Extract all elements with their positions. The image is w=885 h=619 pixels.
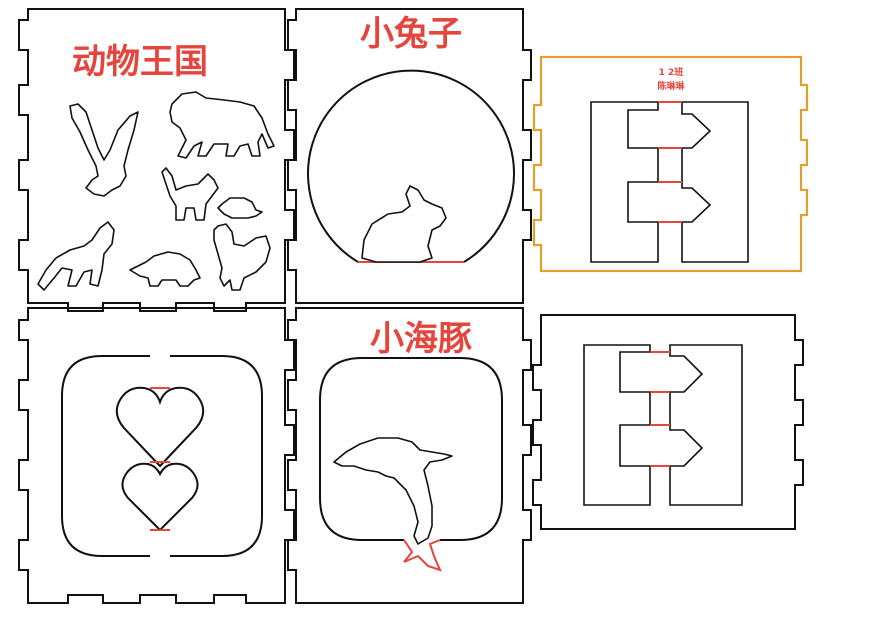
panel-dolphin[interactable]: 小海豚 [287, 307, 532, 604]
selection-outline [532, 55, 809, 273]
wolf-icon [37, 221, 115, 291]
panel-outline [18, 307, 295, 604]
panel-outline [18, 8, 295, 312]
left-frame [590, 101, 659, 263]
panel-bunny[interactable]: 小兔子 [287, 8, 532, 304]
right-shape [170, 355, 263, 557]
panel-animal-kingdom[interactable]: 动物王国 [18, 8, 295, 312]
eagle-icon [69, 103, 139, 197]
panel-hearts[interactable] [18, 307, 295, 604]
moon-cutout [307, 69, 515, 263]
heart-top [115, 386, 205, 468]
panel-hinge-plain[interactable] [532, 314, 804, 530]
panel-hinge-selected[interactable]: 1 2班 陈琳琳 [532, 55, 809, 273]
panel-outline [287, 307, 532, 604]
rabbit-icon [361, 185, 447, 263]
left-shape [61, 355, 150, 557]
panel-outline [532, 314, 804, 530]
cat-icon [161, 167, 219, 221]
panel-outline [287, 8, 532, 304]
left-frame [583, 344, 651, 506]
dolphin-icon [333, 437, 453, 545]
right-frame [681, 101, 749, 263]
rooster-icon [213, 223, 271, 291]
owner-name-label: 陈琳琳 [657, 80, 685, 92]
owner-class-label: 1 2班 [659, 66, 684, 78]
turtle-icon [129, 251, 201, 287]
window-cutout [319, 357, 503, 541]
panel-title: 小海豚 [370, 319, 472, 359]
panel-title: 小兔子 [360, 14, 462, 54]
mouse-icon [217, 197, 263, 219]
right-frame [669, 344, 743, 506]
panel-title: 动物王国 [72, 42, 208, 82]
lion-icon [169, 91, 275, 159]
dolphin-tail [403, 539, 442, 572]
heart-bottom [121, 462, 199, 532]
